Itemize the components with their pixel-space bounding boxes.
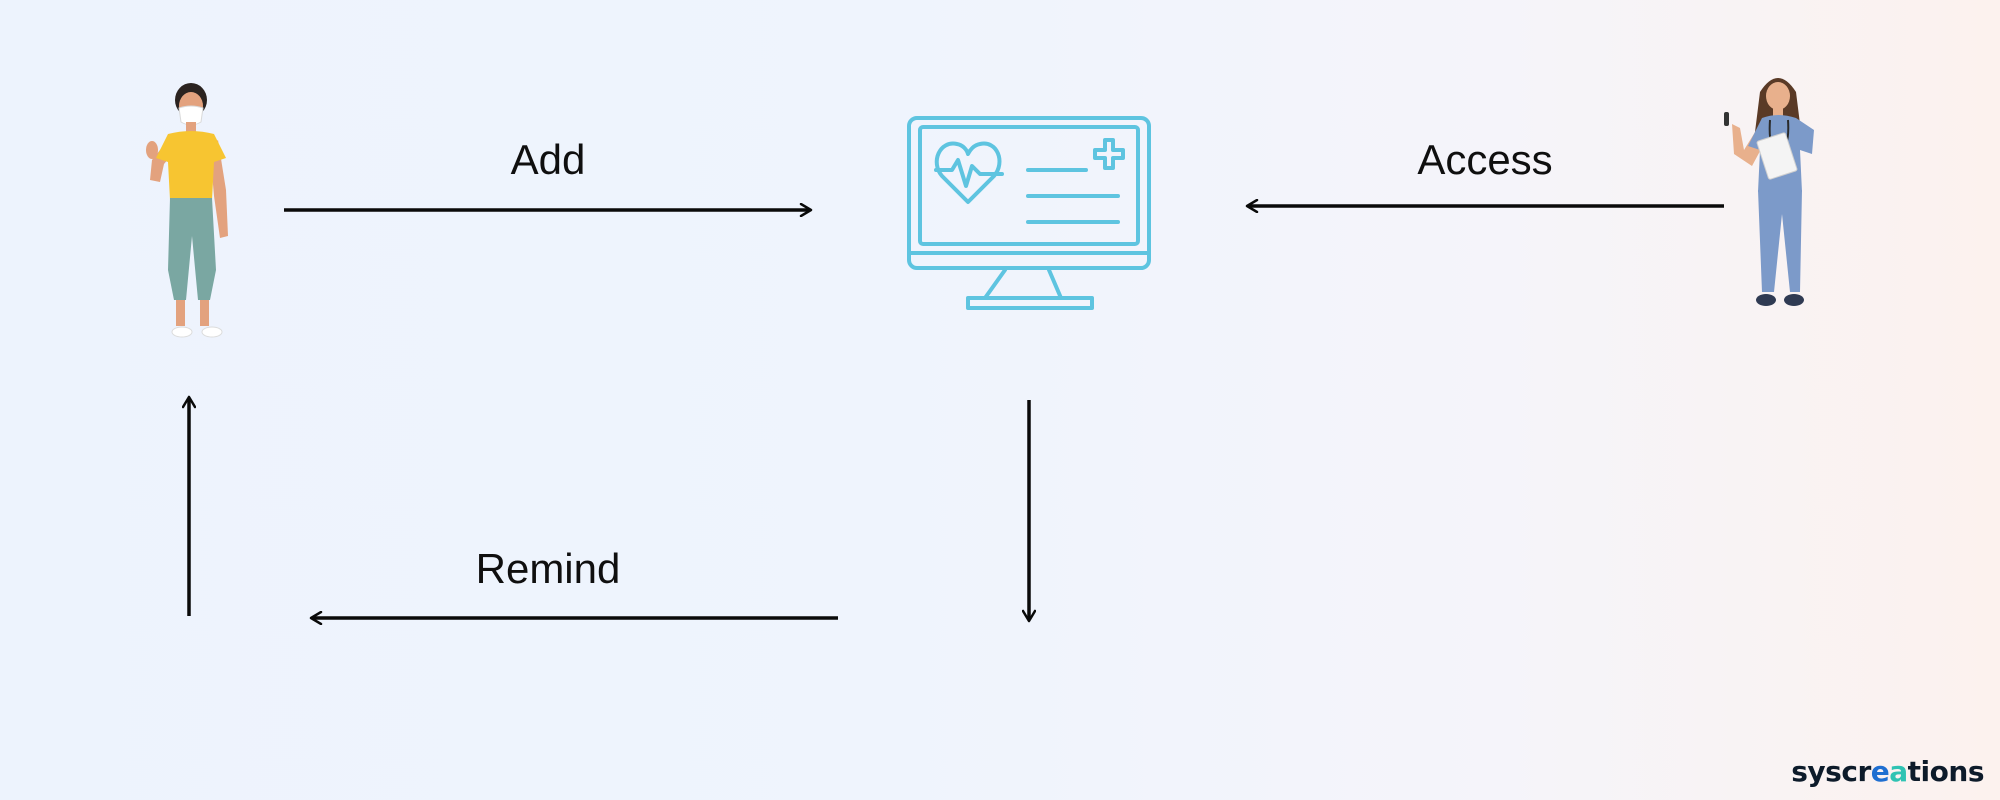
brand-logo: syscreations	[1791, 755, 1984, 788]
nurse-figure	[1724, 78, 1814, 306]
patient-figure	[146, 83, 228, 338]
brand-prefix: syscr	[1791, 755, 1871, 788]
label-remind: Remind	[475, 545, 621, 592]
brand-suffix: tions	[1907, 755, 1985, 788]
health-monitor-icon	[907, 116, 1151, 310]
brand-accent-a: a	[1889, 755, 1908, 788]
label-add: Add	[510, 136, 586, 183]
label-access: Access	[1417, 136, 1553, 183]
brand-accent-e: e	[1870, 755, 1890, 788]
